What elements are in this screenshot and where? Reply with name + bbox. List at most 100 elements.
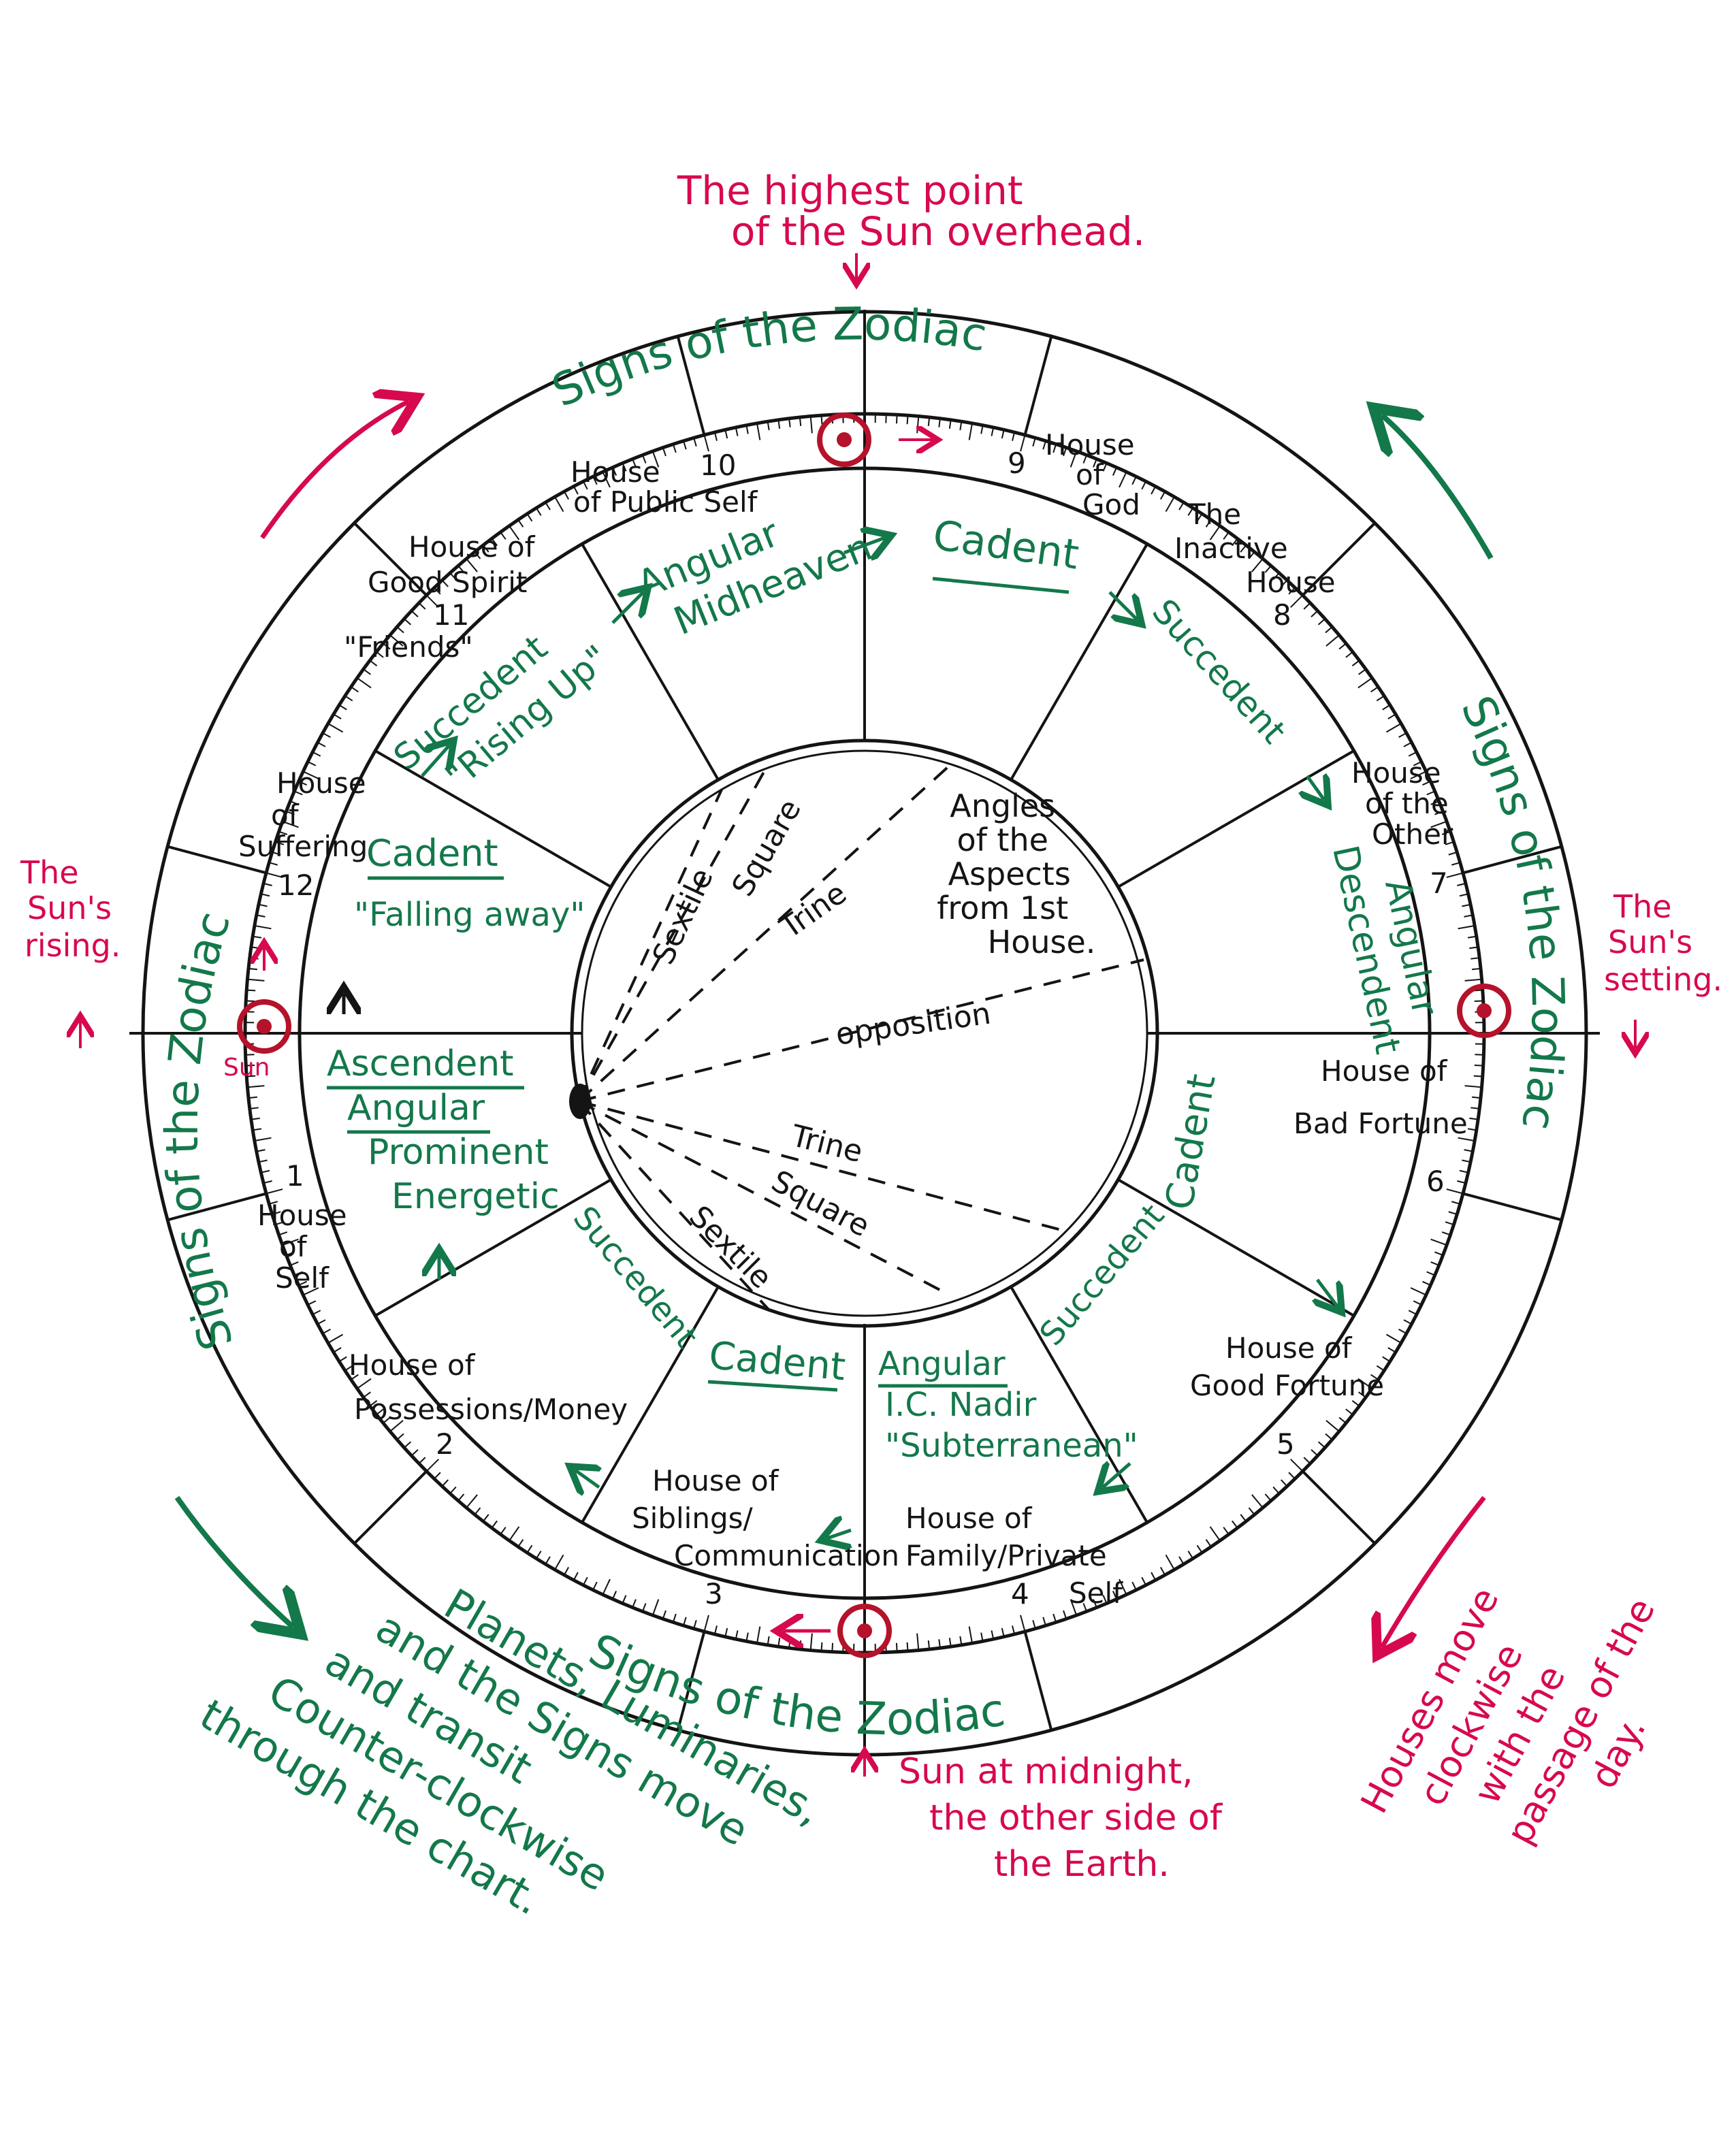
degree-tick [482, 545, 489, 553]
degree-tick [1413, 1300, 1422, 1306]
house-modes: Ascendent Angular Prominent Energetic Ca… [327, 511, 1445, 1538]
mode-succedent-8: Succedent [1144, 592, 1293, 751]
degree-tick [1311, 1449, 1319, 1457]
degree-tick [1240, 545, 1247, 553]
degree-tick [312, 751, 321, 757]
degree-tick [1131, 476, 1137, 485]
arrow-succedent-8 [1307, 776, 1324, 800]
house-name-5: House of Good Fortune [1190, 1331, 1384, 1402]
degree-tick [1464, 914, 1473, 918]
aspect-line-trine-lower [578, 1100, 1070, 1233]
house-name-4: House of Family/Private Self [905, 1502, 1123, 1610]
degree-tick [1464, 1085, 1482, 1088]
house-number-8: 8 [1273, 598, 1291, 632]
degree-tick [1223, 1527, 1229, 1535]
sun-symbols [237, 412, 1511, 1658]
degree-tick [1165, 1554, 1175, 1570]
zodiac-sign-divider [1462, 1192, 1562, 1222]
degree-tick [491, 1520, 498, 1529]
degree-tick [535, 1551, 542, 1559]
degree-tick [672, 444, 677, 453]
zodiac-label-left: Signs of the Zodiac [156, 906, 244, 1357]
degree-tick [1032, 1619, 1036, 1630]
degree-tick [1376, 695, 1385, 702]
degree-tick [1187, 1551, 1194, 1559]
green-arc-arrow-bottom-left [174, 1495, 293, 1627]
degree-tick [724, 1627, 728, 1637]
house-number-9: 9 [1008, 447, 1026, 480]
degree-tick [1317, 618, 1325, 626]
degree-tick [641, 1603, 647, 1612]
degree-tick [1178, 502, 1185, 511]
degree-tick [672, 1613, 677, 1623]
degree-tick [249, 1107, 259, 1109]
degree-tick [1430, 1261, 1440, 1266]
degree-tick [745, 1632, 749, 1642]
degree-tick [1165, 496, 1175, 513]
house-name-7: House of the Other [1351, 756, 1458, 851]
aspects-title: Angles of the Aspects from 1st House. [937, 788, 1095, 960]
aspect-lines [577, 761, 1144, 1312]
degree-tick [1205, 519, 1212, 528]
degree-tick [1398, 732, 1407, 739]
degree-tick [254, 1137, 272, 1142]
house-name-2: House of Possessions/Money [349, 1348, 628, 1426]
degree-tick [1325, 626, 1333, 634]
house-name-10: House of Public Self [570, 455, 758, 519]
zodiac-sign-dividers [167, 336, 1562, 1731]
mode-succedent-5: Succedent [1032, 1197, 1172, 1352]
degree-tick [1426, 790, 1436, 796]
degree-tick [938, 1639, 941, 1649]
degree-tick [1358, 668, 1366, 675]
degree-tick [333, 713, 342, 719]
degree-tick [1141, 1576, 1147, 1586]
degree-tick [554, 1554, 564, 1570]
degree-tick [1459, 893, 1468, 897]
degree-tick [389, 634, 404, 647]
note-houses-move: Houses move clockwise with the passage o… [1353, 1514, 1711, 1910]
degree-tick [1131, 1581, 1137, 1591]
degree-tick [1446, 872, 1464, 878]
degree-tick [959, 1636, 963, 1645]
house-name-3: House of Siblings/ Communication [632, 1464, 899, 1572]
degree-tick [1232, 538, 1238, 547]
degree-tick [1351, 1400, 1360, 1407]
degree-tick [938, 418, 941, 427]
degree-tick [611, 1591, 617, 1600]
degree-tick [1446, 1188, 1464, 1195]
degree-tick [1451, 862, 1461, 866]
degree-tick [1112, 1591, 1118, 1600]
degree-tick [1462, 1159, 1471, 1163]
degree-tick [916, 416, 920, 434]
degree-tick [1196, 1544, 1203, 1553]
degree-tick [457, 1493, 465, 1502]
degree-tick [1178, 1556, 1185, 1565]
degree-tick [1434, 1251, 1443, 1257]
zodiac-sign-divider [1023, 1631, 1053, 1731]
degree-tick [745, 425, 749, 434]
mode-cadent-3: Cadent [707, 1333, 848, 1389]
degree-tick [449, 572, 457, 581]
degree-tick [302, 771, 319, 779]
degree-tick [545, 1556, 551, 1565]
house-number-10: 10 [700, 449, 736, 482]
degree-tick [317, 741, 326, 747]
degree-tick [383, 643, 391, 650]
degree-tick [526, 1544, 533, 1553]
degree-tick [968, 1626, 974, 1644]
note-suns-setting: The Sun's setting. [1604, 888, 1722, 998]
aspect-line-square-upper [577, 762, 771, 1102]
mode-ascendent: Ascendent Angular Prominent Energetic [327, 1043, 560, 1217]
degree-tick [1112, 467, 1118, 476]
zodiac-sign-divider [1302, 522, 1376, 596]
degree-tick [369, 1400, 378, 1407]
degree-tick [1042, 440, 1047, 450]
sun-symbol-bottom [837, 1604, 892, 1658]
degree-tick [282, 820, 299, 828]
degree-tick [247, 1085, 265, 1088]
degree-tick [1303, 602, 1311, 610]
degree-tick [263, 1180, 272, 1184]
degree-tick [991, 427, 995, 436]
house-name-12: House of Suffering [238, 766, 375, 863]
